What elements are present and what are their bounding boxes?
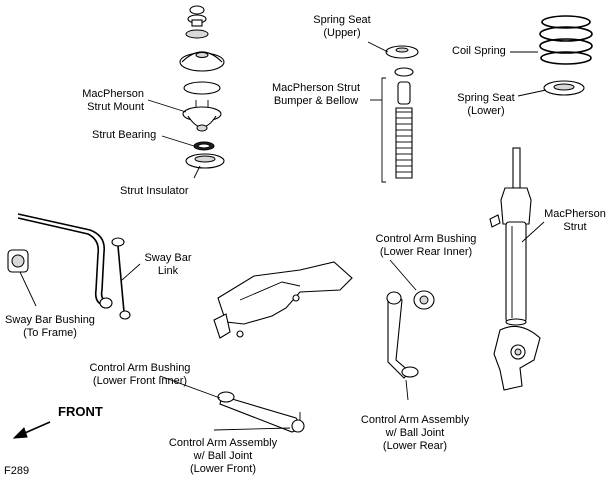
front-label: FRONT (58, 404, 103, 419)
control-arm-front-drawing (217, 391, 305, 433)
spring-seat-upper-drawing (385, 45, 419, 77)
label-macpherson-strut: MacPherson Strut (544, 208, 606, 233)
label-strut-insulator: Strut Insulator (120, 185, 189, 197)
label-control-arm-bushing-front: Control Arm Bushing (Lower Front Inner) (89, 362, 191, 387)
strut-mount-stack (179, 5, 225, 169)
label-control-arm-bushing-rear: Control Arm Bushing (Lower Rear Inner) (375, 233, 477, 258)
label-coil-spring: Coil Spring (452, 45, 506, 57)
label-bumper-bellow: MacPherson Strut Bumper & Bellow (271, 82, 361, 107)
control-arm-rear-drawing (386, 290, 435, 379)
macpherson-strut-drawing (489, 147, 541, 391)
label-control-arm-assembly-front: Control Arm Assembly w/ Ball Joint (Lowe… (168, 437, 278, 475)
label-control-arm-assembly-rear: Control Arm Assembly w/ Ball Joint (Lowe… (360, 414, 470, 452)
coil-spring-drawing (539, 15, 593, 96)
sway-bar-drawing (7, 213, 131, 320)
label-sway-bar-bushing: Sway Bar Bushing (To Frame) (5, 314, 95, 339)
label-spring-seat-upper: Spring Seat (Upper) (313, 14, 371, 39)
label-sway-bar-link: Sway Bar Link (144, 252, 192, 277)
label-spring-seat-lower: Spring Seat (Lower) (457, 92, 515, 117)
label-strut-mount: MacPherson Strut Mount (82, 88, 144, 113)
figure-id: F289 (4, 465, 30, 477)
front-arrow-icon (12, 421, 51, 439)
label-strut-bearing: Strut Bearing (92, 129, 157, 141)
leader-lines (19, 41, 547, 431)
bumper-bellow-drawing (370, 77, 413, 183)
subframe-drawing (213, 261, 353, 339)
